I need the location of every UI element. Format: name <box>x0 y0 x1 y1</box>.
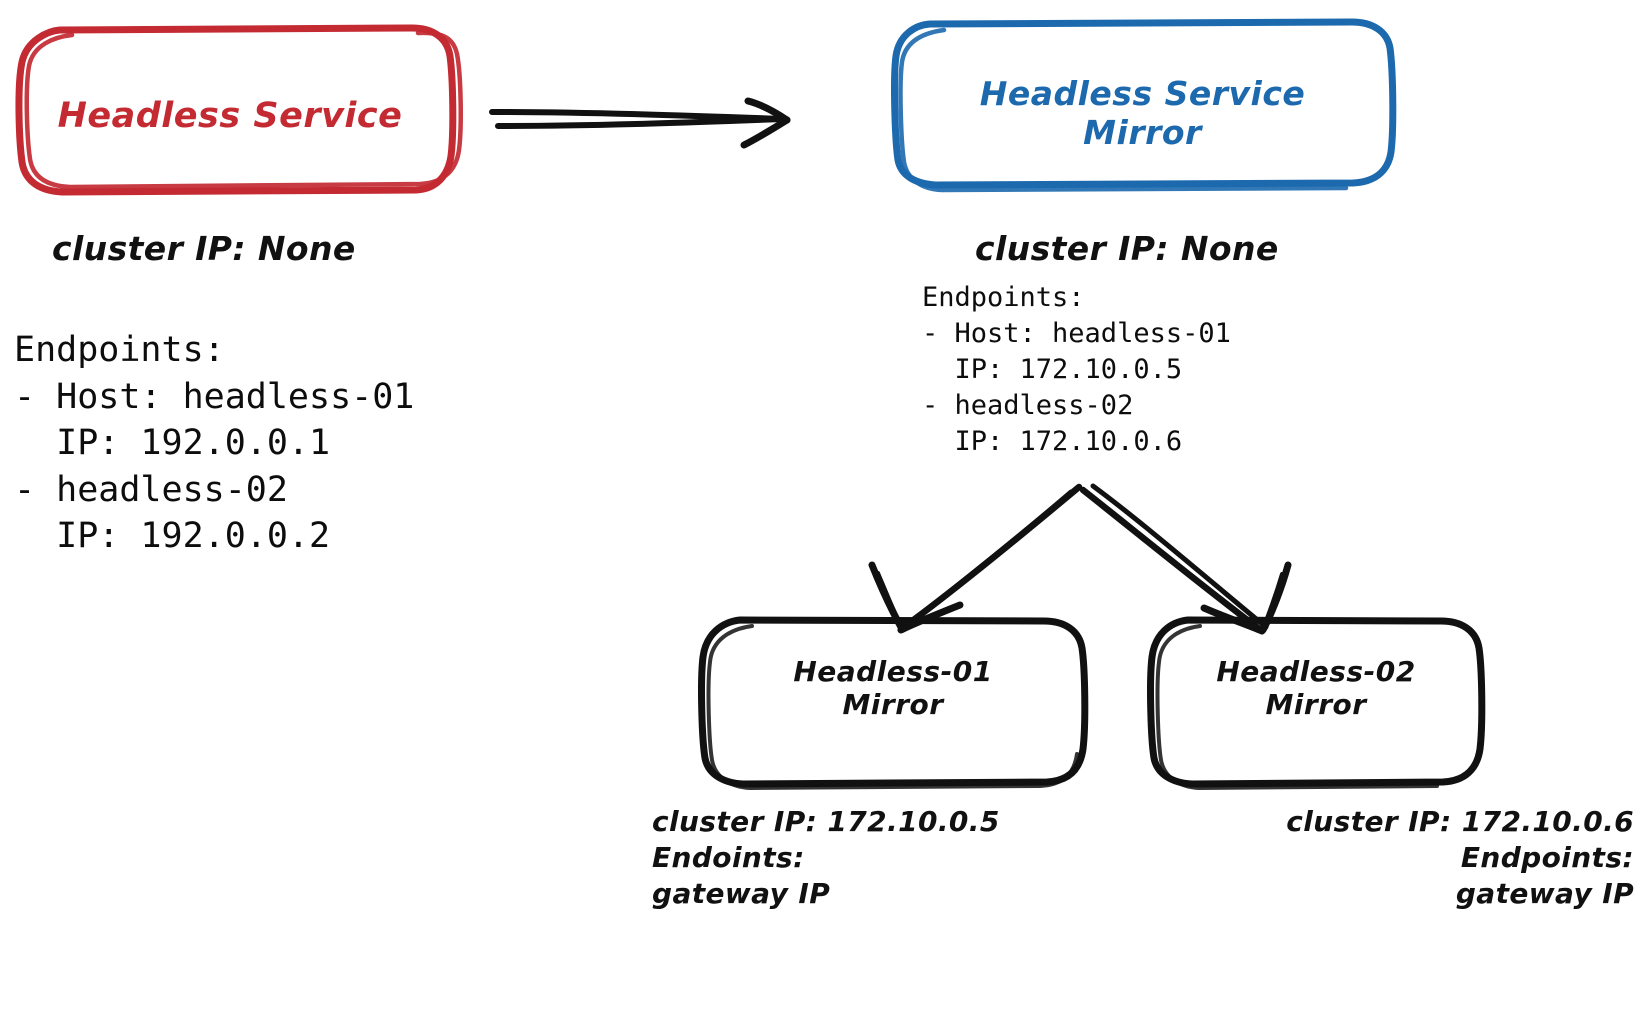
node-headless-01-mirror-shape[interactable] <box>698 616 1089 790</box>
edge-mirror-to-pod-01 <box>868 483 1083 634</box>
annotation-mirror-cluster-ip: cluster IP: None <box>975 229 1279 268</box>
edge-mirror-to-pod-02 <box>1079 483 1292 635</box>
edge-source-to-mirror <box>489 97 791 149</box>
annotation-mirror-endpoints: Endpoints: - Host: headless-01 IP: 172.1… <box>922 282 1231 457</box>
annotation-source-endpoints: Endpoints: - Host: headless-01 IP: 192.0… <box>14 330 415 557</box>
node-headless-02-mirror-shape[interactable] <box>1147 616 1486 790</box>
annotation-source-cluster-ip: cluster IP: None <box>52 229 356 268</box>
node-headless-service-shape[interactable] <box>15 24 463 196</box>
annotation-pod-01-caption: cluster IP: 172.10.0.5 Endoints: gateway… <box>652 805 1000 910</box>
annotation-pod-02-caption: cluster IP: 172.10.0.6 Endpoints: gatewa… <box>1286 805 1634 910</box>
node-headless-service-mirror-shape[interactable] <box>891 18 1397 193</box>
